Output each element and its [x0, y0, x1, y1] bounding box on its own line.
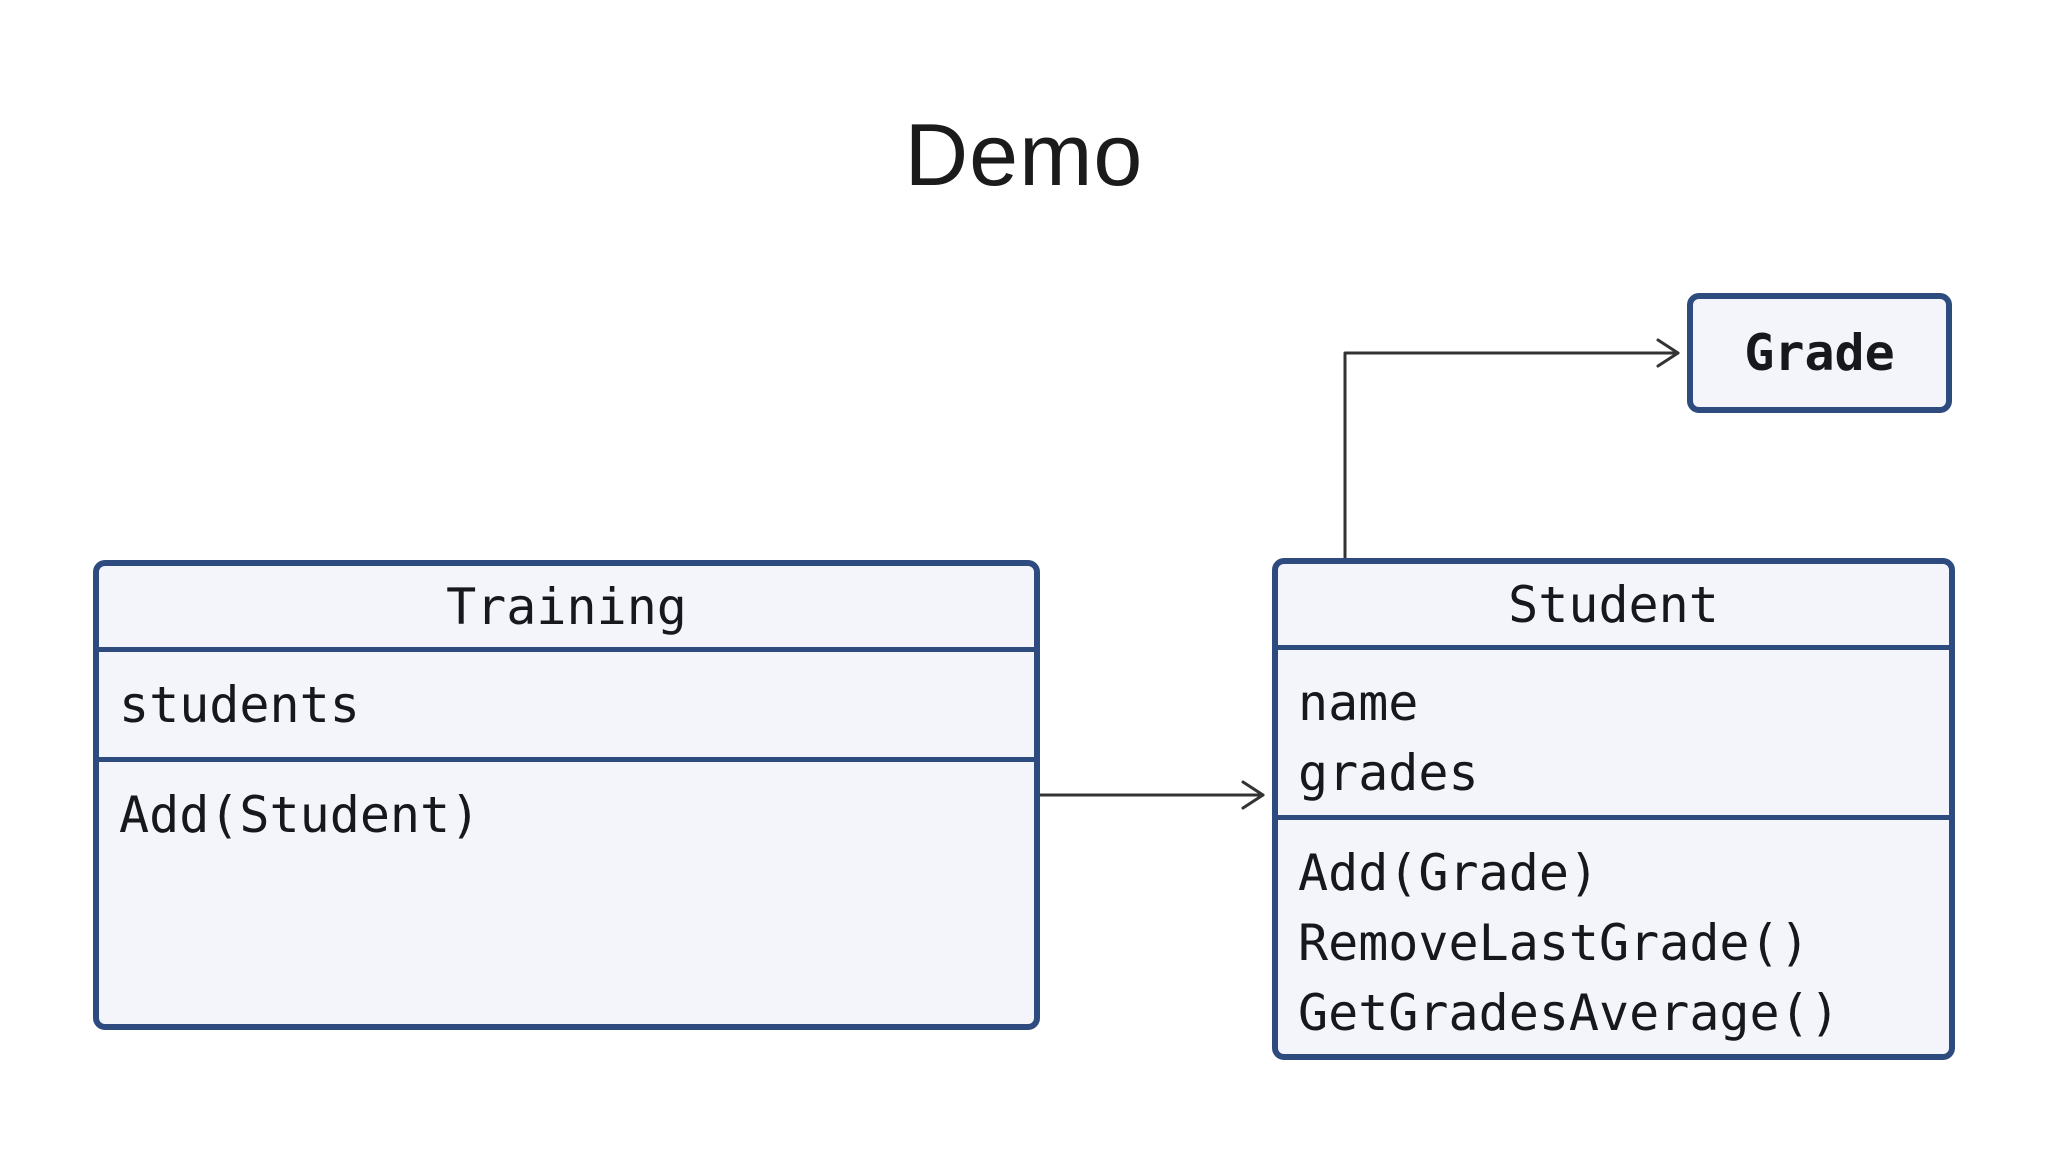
method-add-student: Add(Student)	[119, 786, 481, 844]
attributes-section-student: name grades	[1278, 650, 1949, 820]
attribute-name: name	[1298, 674, 1419, 732]
attribute-grades: grades	[1298, 744, 1479, 802]
relation-student-grade-arrow	[1343, 338, 1680, 562]
class-name-grade: Grade	[1744, 324, 1895, 382]
methods-section-training: Add(Student)	[99, 762, 1034, 1024]
method-get-grades-average: GetGradesAverage()	[1298, 984, 1840, 1042]
method-add-grade: Add(Grade)	[1298, 844, 1600, 902]
class-box-student: Student name grades Add(Grade) RemoveLas…	[1272, 558, 1955, 1060]
attribute-students: students	[119, 676, 360, 734]
attributes-section-training: students	[99, 652, 1034, 762]
methods-section-student: Add(Grade) RemoveLastGrade() GetGradesAv…	[1278, 820, 1949, 1054]
diagram-title: Demo	[904, 105, 1144, 204]
class-name-training: Training	[99, 566, 1034, 652]
class-name-student: Student	[1278, 564, 1949, 650]
method-remove-last-grade: RemoveLastGrade()	[1298, 914, 1810, 972]
class-box-training: Training students Add(Student)	[93, 560, 1040, 1030]
class-box-grade: Grade	[1687, 293, 1952, 413]
